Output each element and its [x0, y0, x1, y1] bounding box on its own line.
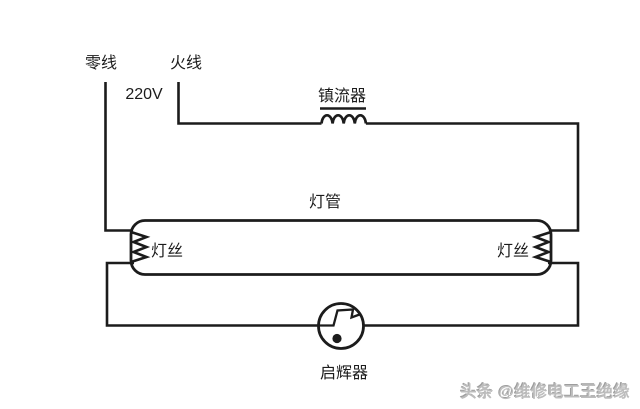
- lamp-right-bottom-wire: [363, 261, 580, 327]
- lamp-left-bottom-wire: [105, 261, 319, 327]
- tube-label: 灯管: [309, 193, 341, 211]
- neutral-wire: [104, 82, 134, 232]
- live-wire: [177, 82, 322, 125]
- filament-right-label: 灯丝: [497, 242, 529, 260]
- filament-left-icon: [129, 230, 151, 264]
- live-label: 火线: [170, 54, 202, 72]
- starter-label: 启辉器: [320, 364, 368, 382]
- watermark-text: 头条 @维修电工王绝缘: [460, 384, 630, 401]
- ballast-coil-icon: [320, 114, 368, 124]
- ballast-to-lamp-wire: [365, 122, 580, 232]
- starter-electrode-icon: [319, 308, 360, 327]
- neutral-label: 零线: [85, 54, 117, 72]
- ballast-label: 镇流器: [318, 87, 366, 105]
- filament-right-icon: [531, 230, 553, 264]
- voltage-label: 220V: [125, 86, 163, 103]
- starter-contact-dot-icon: [332, 333, 342, 344]
- filament-left-label: 灯丝: [151, 242, 183, 260]
- lamp-tube: [129, 219, 553, 276]
